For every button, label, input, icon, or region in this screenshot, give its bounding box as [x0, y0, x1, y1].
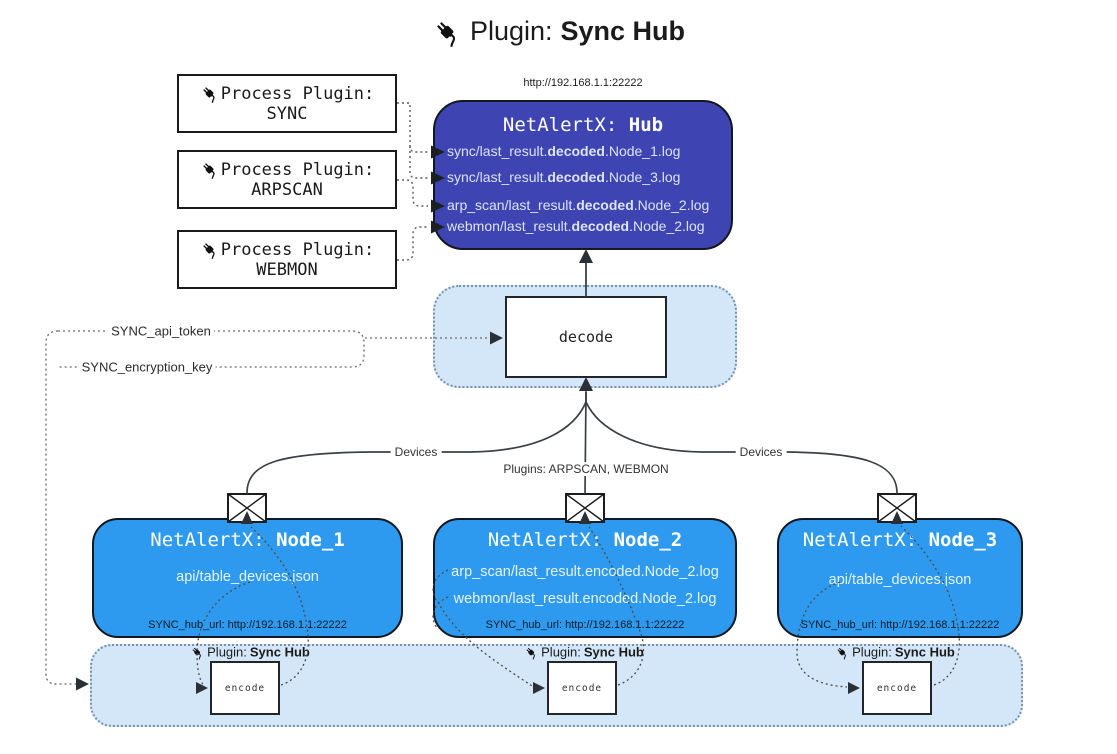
plug-icon [437, 21, 456, 47]
page-title: Plugin: Sync Hub [0, 16, 1117, 47]
plug-icon [526, 647, 535, 660]
hub-box: NetAlertX: Hub sync/last_result.decoded.… [433, 100, 733, 250]
node-file: api/table_devices.json [828, 572, 972, 588]
encode-box: encode [547, 661, 617, 715]
envelope-icon [227, 493, 267, 523]
plug-icon [192, 647, 201, 660]
process-plugin-name: ARPSCAN [251, 179, 323, 200]
hub-log-line: webmon/last_result.decoded.Node_2.log [447, 218, 705, 234]
process-plugin-name: SYNC [266, 103, 308, 124]
strip-plugin-label: Plugin: Sync Hub [190, 645, 310, 660]
process-plugin-webmon: Process Plugin: WEBMON [177, 230, 397, 289]
node-3-box: NetAlertX: Node_3 api/table_devices.json… [777, 518, 1023, 638]
envelope-icon [565, 493, 605, 523]
node-title: NetAlertX: Node_1 [150, 529, 345, 551]
node-file: webmon/last_result.encoded.Node_2.log [453, 591, 717, 607]
sync-encryption-key-label: SYNC_encryption_key [78, 359, 216, 375]
strip-plugin-label: Plugin: Sync Hub [835, 645, 955, 660]
plug-icon [203, 163, 215, 180]
process-plugin-name: WEBMON [256, 259, 318, 280]
plugins-label-center: Plugins: ARPSCAN, WEBMON [499, 462, 673, 476]
hub-log-line: sync/last_result.decoded.Node_1.log [447, 143, 681, 159]
decode-box: decode [505, 296, 667, 378]
encode-box: encode [862, 661, 932, 715]
plug-icon [203, 243, 215, 260]
edge-plugins-to-hub [397, 102, 428, 261]
title-name: Sync Hub [560, 16, 686, 46]
edge-nodes-to-decode [246, 391, 898, 494]
node-hub-url: SYNC_hub_url: http://192.168.1.1:22222 [485, 619, 685, 631]
sync-api-token-label: SYNC_api_token [108, 323, 214, 339]
devices-label-right: Devices [735, 445, 787, 459]
devices-label-left: Devices [390, 445, 442, 459]
hub-title: NetAlertX: Hub [502, 114, 664, 136]
hub-log-line: arp_scan/last_result.decoded.Node_2.log [447, 197, 710, 213]
node-title: NetAlertX: Node_3 [802, 529, 998, 551]
plug-icon [203, 87, 215, 104]
node-1-box: NetAlertX: Node_1 api/table_devices.json… [92, 518, 403, 638]
node-hub-url: SYNC_hub_url: http://192.168.1.1:22222 [148, 619, 347, 631]
process-plugin-sync: Process Plugin: SYNC [177, 74, 397, 133]
plug-icon [837, 647, 846, 660]
node-title: NetAlertX: Node_2 [487, 529, 683, 551]
strip-plugin-label: Plugin: Sync Hub [524, 645, 644, 660]
title-prefix: Plugin: [469, 16, 553, 46]
process-plugin-arpscan: Process Plugin: ARPSCAN [177, 150, 397, 209]
node-file: api/table_devices.json [176, 569, 319, 585]
hub-url-label: http://192.168.1.1:22222 [523, 77, 643, 89]
node-2-box: NetAlertX: Node_2 arp_scan/last_result.e… [433, 518, 737, 638]
envelope-icon [877, 493, 917, 523]
encode-box: encode [210, 661, 280, 715]
node-hub-url: SYNC_hub_url: http://192.168.1.1:22222 [800, 619, 1000, 631]
node-file: arp_scan/last_result.encoded.Node_2.log [451, 564, 719, 580]
hub-log-line: sync/last_result.decoded.Node_3.log [447, 169, 681, 185]
